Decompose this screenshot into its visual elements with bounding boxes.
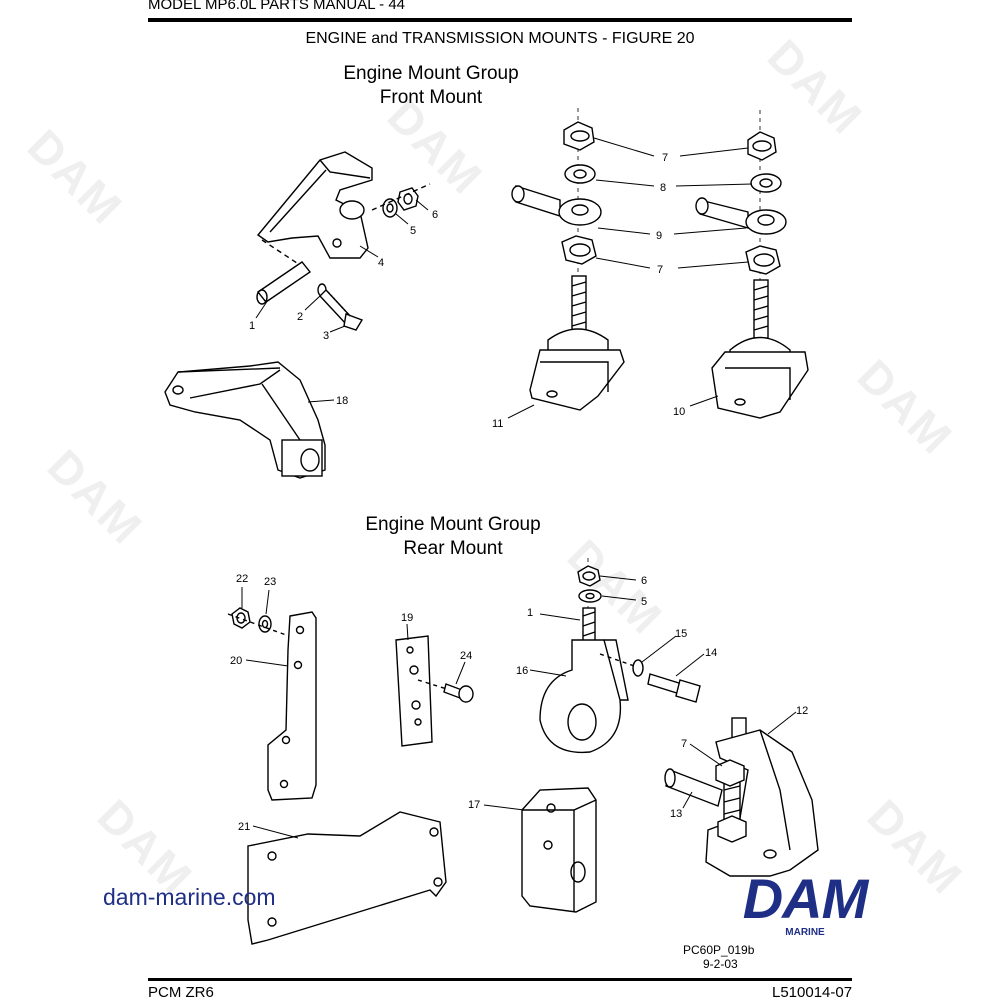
callout-1-rear: 1 bbox=[527, 607, 533, 619]
front-callouts: 1 2 3 4 5 6 7 8 9 7 10 11 18 bbox=[249, 152, 685, 430]
rear-leader-lines bbox=[241, 575, 797, 839]
callout-19: 19 bbox=[401, 612, 413, 624]
rear-block-part-17 bbox=[521, 787, 597, 913]
callout-24: 24 bbox=[460, 650, 472, 662]
front-mount-assembly-left bbox=[511, 108, 625, 411]
rear-stud-part-13 bbox=[664, 768, 723, 807]
logo-subtext: MARINE bbox=[785, 927, 825, 938]
callout-21: 21 bbox=[238, 821, 250, 833]
drawing-code: PC60P_019b bbox=[683, 943, 755, 957]
callout-2: 2 bbox=[297, 311, 303, 323]
drawing-date: 9-2-03 bbox=[703, 957, 738, 971]
callout-11: 11 bbox=[492, 418, 503, 430]
rear-group-title-line2: Rear Mount bbox=[403, 538, 503, 559]
front-group-title-line2: Front Mount bbox=[379, 87, 483, 108]
callout-17: 17 bbox=[468, 799, 480, 811]
rear-group-title-line1: Engine Mount Group bbox=[365, 514, 541, 535]
callout-22: 22 bbox=[236, 573, 248, 585]
callout-20: 20 bbox=[230, 655, 242, 667]
rear-group-title: Engine Mount Group Rear Mount bbox=[303, 513, 603, 561]
rear-callouts: 22 23 20 19 24 6 5 1 16 15 14 12 7 13 17… bbox=[230, 573, 808, 833]
callout-15: 15 bbox=[675, 628, 687, 640]
dam-marine-logo: DAM MARINE bbox=[716, 867, 894, 941]
callout-18: 18 bbox=[336, 395, 348, 407]
callout-10: 10 bbox=[673, 406, 685, 418]
footer-right: L510014-07 bbox=[772, 984, 853, 1001]
callout-7-top: 7 bbox=[662, 152, 668, 164]
callout-1: 1 bbox=[249, 320, 255, 332]
rear-bolt-part-24 bbox=[417, 679, 474, 703]
header-rule bbox=[148, 18, 852, 22]
front-pin-part-1 bbox=[256, 261, 312, 305]
front-bolt-part-3 bbox=[319, 288, 364, 331]
callout-7-bottom: 7 bbox=[657, 264, 663, 276]
rear-plate-part-19 bbox=[395, 635, 433, 747]
front-mount-assembly-right bbox=[695, 110, 809, 419]
callout-5: 5 bbox=[410, 225, 416, 237]
callout-7-rear: 7 bbox=[681, 738, 687, 750]
figure-title: ENGINE and TRANSMISSION MOUNTS - FIGURE … bbox=[305, 30, 695, 47]
footer-rule bbox=[148, 978, 852, 981]
rear-nut-part-22 bbox=[231, 607, 251, 629]
website-link[interactable]: dam-marine.com bbox=[103, 884, 276, 910]
callout-6-rear: 6 bbox=[641, 575, 647, 587]
front-bracket-part-4 bbox=[256, 151, 373, 266]
rear-washer-part-23 bbox=[227, 613, 301, 641]
front-group-title-line1: Engine Mount Group bbox=[343, 63, 519, 84]
rear-plate-part-20 bbox=[267, 611, 317, 801]
callout-8: 8 bbox=[660, 182, 666, 194]
rear-clamp-part-12 bbox=[705, 717, 819, 877]
front-mount-bracket-part-18 bbox=[164, 361, 326, 479]
callout-6: 6 bbox=[432, 209, 438, 221]
front-nut-part-6 bbox=[371, 183, 431, 211]
rear-mount-center bbox=[539, 558, 701, 754]
callout-3: 3 bbox=[323, 330, 329, 342]
callout-23: 23 bbox=[264, 576, 276, 588]
manual-title: MODEL MP6.0L PARTS MANUAL - 44 bbox=[148, 0, 406, 13]
callout-14: 14 bbox=[705, 647, 717, 659]
callout-13: 13 bbox=[670, 808, 682, 820]
callout-5-rear: 5 bbox=[641, 596, 647, 608]
front-leader-lines bbox=[255, 137, 753, 419]
footer-left: PCM ZR6 bbox=[148, 984, 214, 1001]
callout-16: 16 bbox=[516, 665, 528, 677]
front-washer-part-5 bbox=[382, 198, 398, 218]
rear-nut-part-7 bbox=[715, 759, 747, 843]
front-group-title: Engine Mount Group Front Mount bbox=[281, 62, 581, 110]
rear-plate-part-21 bbox=[247, 811, 447, 945]
callout-9: 9 bbox=[656, 230, 662, 242]
callout-4: 4 bbox=[378, 257, 384, 269]
logo-text: DAM bbox=[742, 867, 869, 930]
callout-12: 12 bbox=[796, 705, 808, 717]
